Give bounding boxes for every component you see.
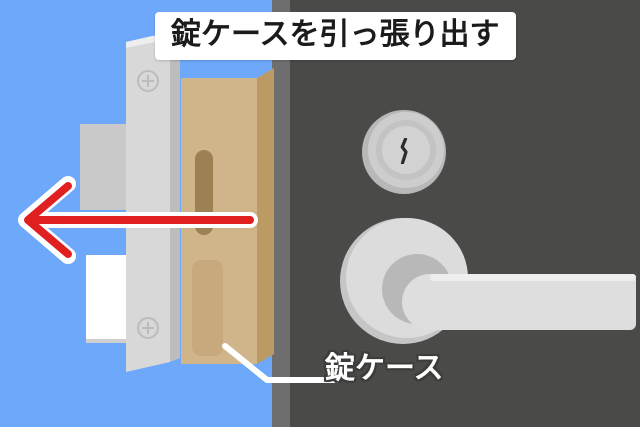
door-face: [290, 0, 640, 427]
title-banner: 錠ケースを引っ張り出す: [155, 12, 516, 60]
lock-faceplate: [126, 32, 188, 372]
screw-icon: [137, 317, 159, 339]
faceplate-right-bevel: [170, 32, 180, 362]
lock-case-callout-label: 錠ケース: [325, 351, 444, 386]
keyhole-icon: [400, 138, 408, 164]
handle-lever: [402, 274, 636, 330]
handle-lever-highlight: [430, 274, 636, 281]
page-title: 錠ケースを引っ張り出す: [171, 17, 500, 52]
key-cylinder-icon: [362, 110, 446, 194]
lock-case-slot-lower: [192, 260, 223, 356]
leader-line-icon: [222, 343, 340, 383]
lock-case-side-face: [257, 68, 274, 364]
left-arrow-icon: [18, 176, 258, 264]
screw-icon: [137, 70, 159, 92]
lever-handle-icon: [340, 218, 640, 346]
door-edge: [272, 0, 290, 427]
